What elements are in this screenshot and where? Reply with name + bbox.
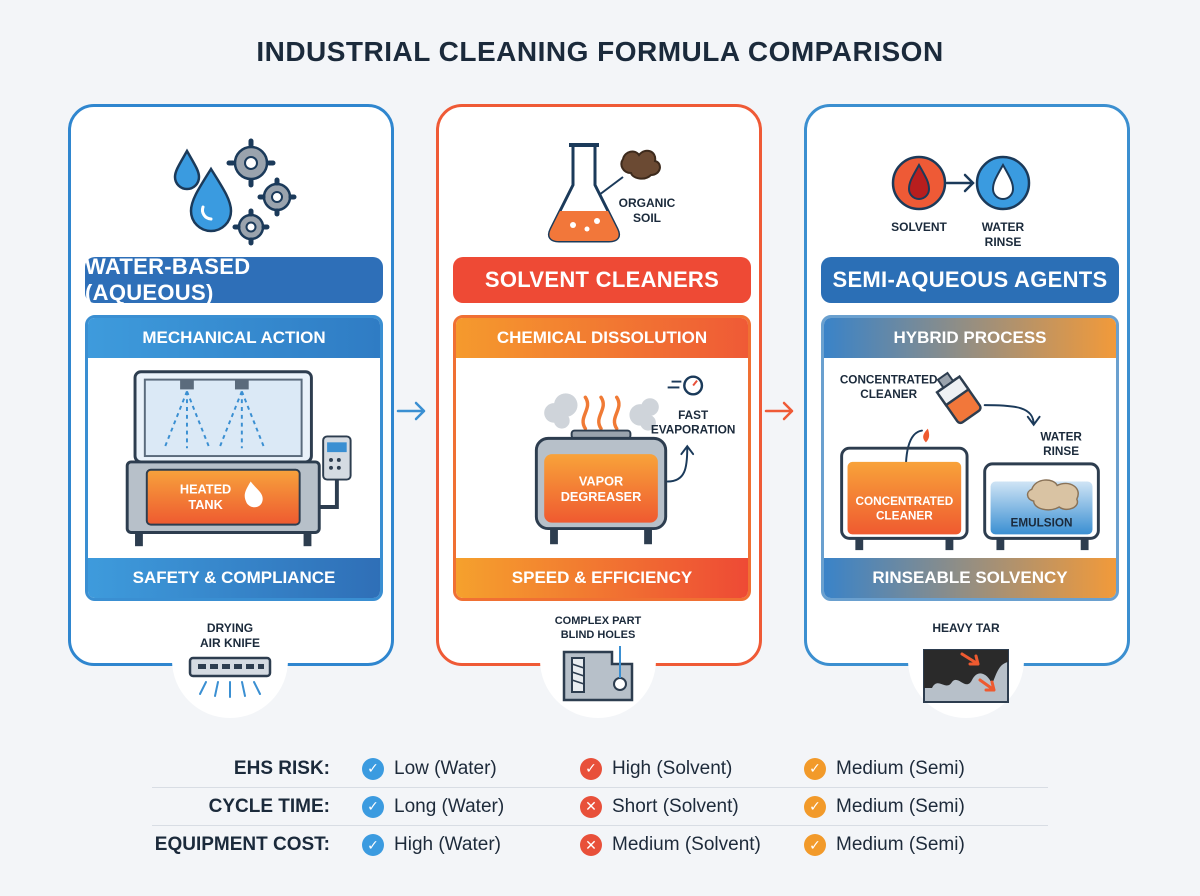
emulsion-label: EMULSION (1011, 517, 1073, 530)
complex-part-icon: COMPLEX PART BLIND HOLES (555, 615, 642, 702)
check-circle-icon: ✓ (362, 795, 384, 818)
flask-soil-icon: ORGANIC SOIL (547, 143, 676, 243)
cell-text: Medium (Semi) (836, 834, 965, 855)
cell-text: Medium (Semi) (836, 757, 965, 779)
check-circle-icon: ✓ (804, 834, 826, 856)
organic-soil-line1: ORGANIC (619, 196, 676, 210)
water-drops-gears-icon (173, 138, 297, 246)
cell-text: Short (Solvent) (612, 795, 739, 817)
table-cell: ✕ Medium (Solvent) (580, 834, 761, 856)
tank-label-line2: TANK (188, 497, 223, 512)
solvent-label: SOLVENT (891, 220, 947, 234)
rinse-label-line2: RINSE (1043, 445, 1079, 458)
solvent-header: CHEMICAL DISSOLUTION (456, 318, 748, 358)
cross-circle-icon: ✕ (580, 834, 602, 856)
water-detail-box: MECHANICAL ACTION HEATED TANK (85, 315, 383, 601)
check-circle-icon: ✓ (580, 757, 602, 780)
complex-part-badge: COMPLEX PART BLIND HOLES (540, 602, 656, 718)
table-cell: ✓ High (Water) (362, 834, 501, 856)
water-rinse-line2: RINSE (985, 235, 1022, 249)
table-cell: ✓ Medium (Semi) (804, 757, 965, 780)
arrow-right-icon (396, 401, 426, 421)
evap-label-line1: FAST (678, 409, 709, 422)
badge-label-line1: DRYING (207, 621, 253, 635)
tank-left-line2: CLEANER (876, 510, 933, 523)
solvent-detail-box: CHEMICAL DISSOLUTION VAPOR DEGREASE (453, 315, 751, 601)
table-cell: ✓ High (Solvent) (580, 757, 733, 780)
check-circle-icon: ✓ (362, 834, 384, 856)
heavy-tar-icon: HEAVY TAR (923, 621, 1009, 703)
cell-text: High (Solvent) (612, 757, 733, 779)
table-cell: ✓ Medium (Semi) (804, 795, 965, 818)
cell-text: Low (Water) (394, 757, 497, 779)
table-cell: ✓ Long (Water) (362, 795, 505, 818)
badge-label: HEAVY TAR (932, 621, 1000, 635)
rinse-label-line1: WATER (1040, 430, 1082, 443)
table-row: EQUIPMENT COST: ✓ High (Water) ✕ Medium … (152, 826, 1048, 864)
arrow-right-icon (764, 401, 794, 421)
cell-text: Medium (Solvent) (612, 834, 761, 855)
row-label: CYCLE TIME: (208, 795, 330, 817)
air-knife-icon: DRYING AIR KNIFE (188, 621, 272, 698)
semi-header: HYBRID PROCESS (824, 318, 1116, 358)
panel-semi-aqueous: SOLVENT WATER RINSE SEMI-AQUEOUS AGENTS … (804, 104, 1130, 666)
pour-label-line1: CONCENTRATED (840, 374, 938, 387)
badge-label-line2: BLIND HOLES (561, 629, 636, 641)
check-circle-icon: ✓ (804, 757, 826, 780)
comparison-table: EHS RISK: ✓ Low (Water) ✓ High (Solvent)… (152, 750, 1048, 864)
heavy-tar-badge: HEAVY TAR (908, 602, 1024, 718)
solvent-to-water-icon: SOLVENT WATER RINSE (891, 155, 1031, 249)
water-rinse-line1: WATER (982, 220, 1025, 234)
tank-label-line1: HEATED (180, 481, 231, 496)
cell-text: Medium (Semi) (836, 795, 965, 817)
washer-machine-illustration: HEATED TANK (125, 370, 352, 547)
hybrid-process-illustration: CONCENTRATED CLEANER WATER RINSE (840, 371, 1100, 551)
evap-label-line2: EVAPORATION (651, 424, 735, 437)
degreaser-label-line1: VAPOR (579, 473, 623, 488)
row-label: EHS RISK: (233, 757, 330, 779)
organic-soil-line2: SOIL (633, 211, 661, 225)
pour-label-line2: CLEANER (860, 388, 917, 401)
table-cell: ✓ Medium (Semi) (804, 834, 965, 856)
solvent-footer: SPEED & EFFICIENCY (456, 558, 748, 598)
panel-title-solvent: SOLVENT CLEANERS (453, 257, 751, 303)
cell-text: High (Water) (394, 834, 501, 855)
air-knife-badge: DRYING AIR KNIFE (172, 602, 288, 718)
table-cell: ✕ Short (Solvent) (580, 795, 739, 818)
semi-footer: RINSEABLE SOLVENCY (824, 558, 1116, 598)
table-row: EHS RISK: ✓ Low (Water) ✓ High (Solvent)… (152, 750, 1048, 788)
water-footer: SAFETY & COMPLIANCE (88, 558, 380, 598)
cross-circle-icon: ✕ (580, 795, 602, 818)
panel-title-water: WATER-BASED (AQUEOUS) (85, 254, 383, 305)
table-row: CYCLE TIME: ✓ Long (Water) ✕ Short (Solv… (152, 788, 1048, 826)
check-circle-icon: ✓ (362, 757, 384, 780)
degreaser-label-line2: DEGREASER (561, 489, 642, 504)
water-header: MECHANICAL ACTION (88, 318, 380, 358)
tank-left-line1: CONCENTRATED (855, 495, 953, 508)
badge-label-line2: AIR KNIFE (200, 636, 260, 650)
badge-label-line1: COMPLEX PART (555, 615, 642, 627)
vapor-degreaser-illustration: VAPOR DEGREASER FAST EVAPORATION (534, 375, 735, 545)
panel-water-based: WATER-BASED (AQUEOUS) MECHANICAL ACTION (68, 104, 394, 666)
table-cell: ✓ Low (Water) (362, 757, 497, 780)
semi-detail-box: HYBRID PROCESS CONCENTRATED CLEANER WATE… (821, 315, 1119, 601)
row-label: EQUIPMENT COST: (154, 834, 330, 855)
panel-title-semi: SEMI-AQUEOUS AGENTS (821, 257, 1119, 303)
cell-text: Long (Water) (394, 795, 505, 817)
page-title: INDUSTRIAL CLEANING FORMULA COMPARISON (256, 36, 944, 67)
panel-solvent: ORGANIC SOIL SOLVENT CLEANERS CHEMICAL D… (436, 104, 762, 666)
check-circle-icon: ✓ (804, 795, 826, 818)
